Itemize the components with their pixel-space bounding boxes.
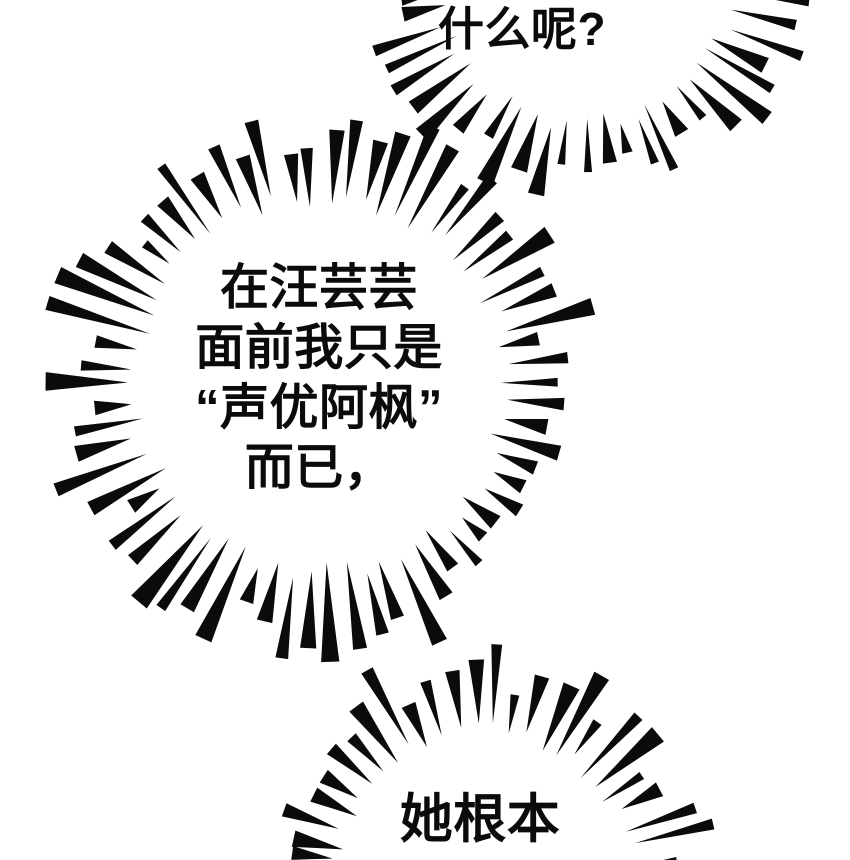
burst-spike [190, 171, 223, 219]
burst-spike [366, 139, 389, 200]
burst-spike [283, 153, 299, 202]
burst-spike [462, 496, 501, 529]
burst-spike [157, 196, 196, 239]
burst-spike [508, 694, 520, 734]
burst-spike [321, 562, 340, 663]
burst-spike [361, 667, 409, 745]
burst-spike [689, 79, 742, 132]
burst-spike [378, 561, 404, 620]
burst-spike [595, 727, 664, 787]
burst-spike [415, 83, 474, 141]
burst-spike [676, 85, 707, 121]
burst-spike [367, 573, 389, 636]
burst-spike [420, 679, 442, 736]
burst-spike [526, 674, 550, 733]
burst-spike [407, 144, 459, 229]
burst-spike [347, 733, 384, 772]
burst-spike [239, 568, 258, 604]
burst-spike [452, 94, 487, 134]
burst-spike [128, 514, 181, 565]
burst-spike [156, 538, 211, 612]
burst-spike [484, 95, 513, 139]
burst-spike [491, 644, 503, 724]
burst-spike [556, 671, 610, 756]
burst-spike [157, 163, 211, 235]
bottom-balloon-text: 她根本 [399, 790, 561, 849]
burst-spike [450, 530, 483, 567]
burst-spike [346, 561, 368, 650]
burst-spike [477, 106, 522, 186]
main-balloon-line-3: “声优阿枫” [194, 381, 443, 435]
burst-spike [511, 114, 538, 173]
burst-spike [445, 175, 497, 236]
burst-spike [345, 119, 363, 198]
burst-spike [644, 104, 679, 172]
top-balloon-text: 什么呢? [437, 3, 607, 55]
burst-spike [180, 538, 229, 613]
burst-spike [580, 712, 643, 779]
burst-spike [408, 63, 471, 114]
burst-spike [574, 719, 602, 755]
burst-spike [557, 120, 567, 165]
burst-spike [131, 525, 204, 609]
burst-spike [108, 496, 176, 550]
burst-spike [349, 701, 399, 763]
burst-spike [468, 659, 485, 724]
burst-spike [696, 62, 772, 124]
main-balloon-line-4: 而已， [244, 441, 394, 495]
burst-spike [462, 517, 488, 542]
burst-spike [326, 743, 373, 784]
burst-spike [425, 530, 459, 572]
burst-spike [300, 571, 317, 649]
burst-spike [445, 669, 462, 728]
burst-spike [602, 113, 617, 164]
burst-spike [394, 124, 440, 217]
burst-spike [400, 558, 447, 646]
burst-spike [244, 119, 271, 197]
main-balloon-line-2: 面前我只是 [195, 321, 443, 375]
burst-spike [329, 129, 345, 204]
burst-spike [208, 144, 242, 208]
main-balloon-line-1: 在汪芸芸 [219, 261, 418, 315]
burst-spike [401, 701, 427, 748]
burst-spike [431, 183, 469, 233]
burst-spike [390, 53, 455, 96]
burst-spike [415, 544, 453, 601]
burst-spike [638, 118, 659, 165]
burst-spike [452, 211, 505, 261]
burst-spike [584, 118, 593, 173]
burst-spike [235, 154, 263, 216]
burst-spike [620, 123, 633, 154]
burst-spike [275, 577, 294, 660]
burst-spike [542, 682, 580, 751]
burst-spike [662, 101, 689, 137]
burst-spike [195, 546, 246, 643]
burst-spike [375, 131, 411, 216]
burst-spike [300, 147, 313, 207]
burst-spike [256, 562, 279, 624]
burst-spike [527, 127, 551, 197]
main-balloon-text: 在汪芸芸 面前我只是 “声优阿枫” 而已， [0, 258, 744, 498]
burst-spike [140, 213, 181, 253]
